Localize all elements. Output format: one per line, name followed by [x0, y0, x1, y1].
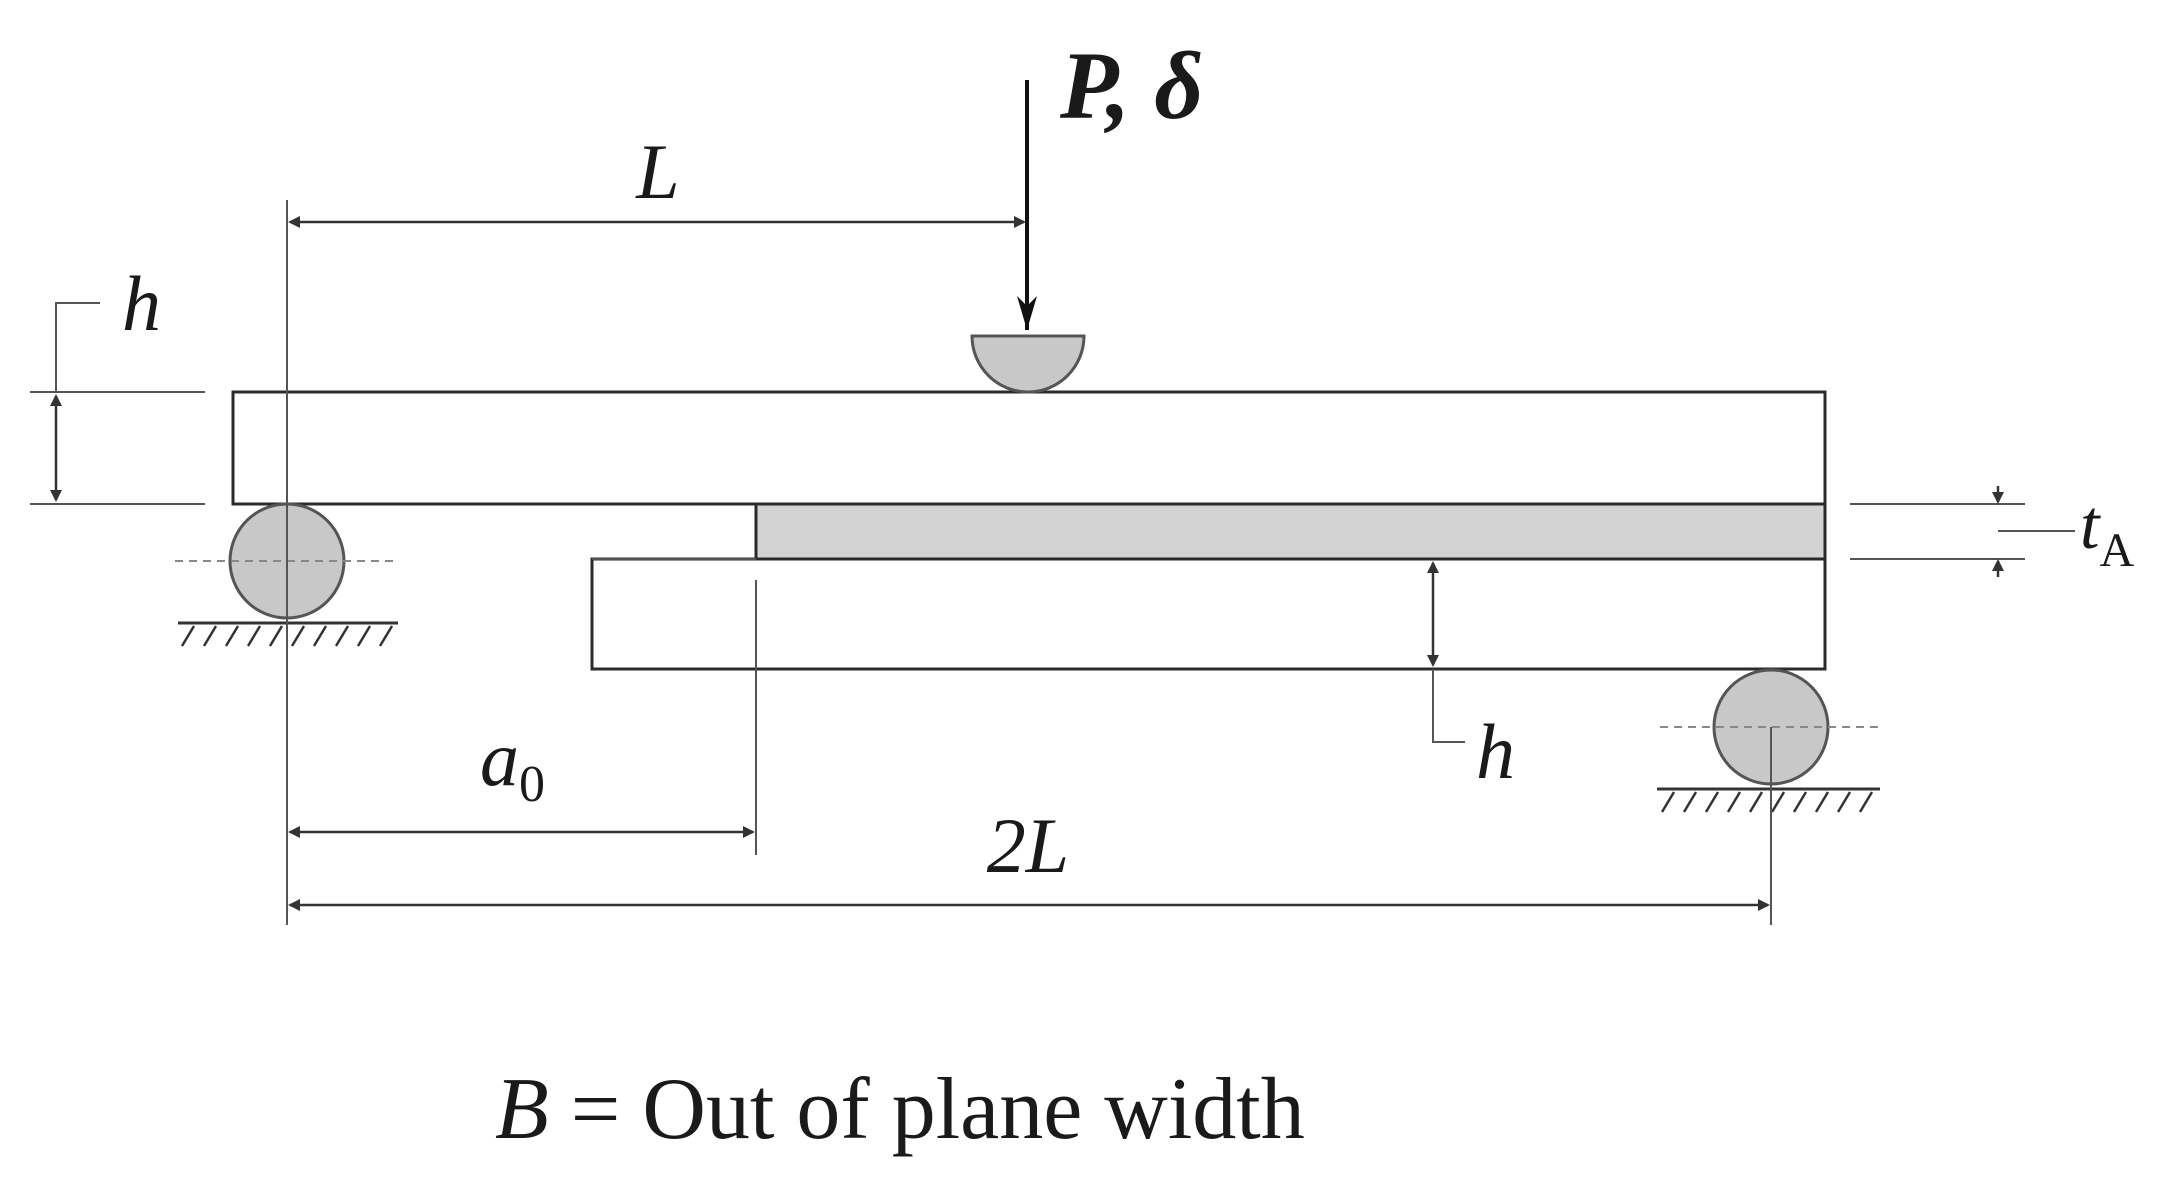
right-ground-hatch [1660, 791, 1874, 813]
h-bottom-leader [1432, 669, 1465, 743]
caption-text: = Out of plane width [549, 1061, 1305, 1158]
left-ground-hatch [180, 625, 394, 647]
adhesive-layer [754, 502, 1827, 561]
label-a0-main: a [480, 715, 519, 802]
label-tA: tA [2080, 487, 2134, 577]
label-a0: a0 [480, 715, 545, 813]
loading-nose [970, 334, 1086, 394]
label-h-top: h [122, 260, 161, 347]
caption-symbol: B [495, 1061, 549, 1158]
upper-adherend [231, 390, 1827, 506]
label-L: L [635, 128, 679, 215]
lower-adherend [590, 557, 1827, 671]
label-2L: 2L [987, 802, 1069, 889]
label-tA-sub: A [2099, 524, 2134, 577]
label-a0-sub: 0 [519, 756, 545, 813]
h-top-leader [55, 302, 100, 392]
label-h-bottom: h [1476, 708, 1515, 795]
label-load: P, δ [1059, 32, 1203, 139]
label-tA-main: t [2080, 487, 2101, 564]
caption: B = Out of plane width [495, 1061, 1305, 1158]
